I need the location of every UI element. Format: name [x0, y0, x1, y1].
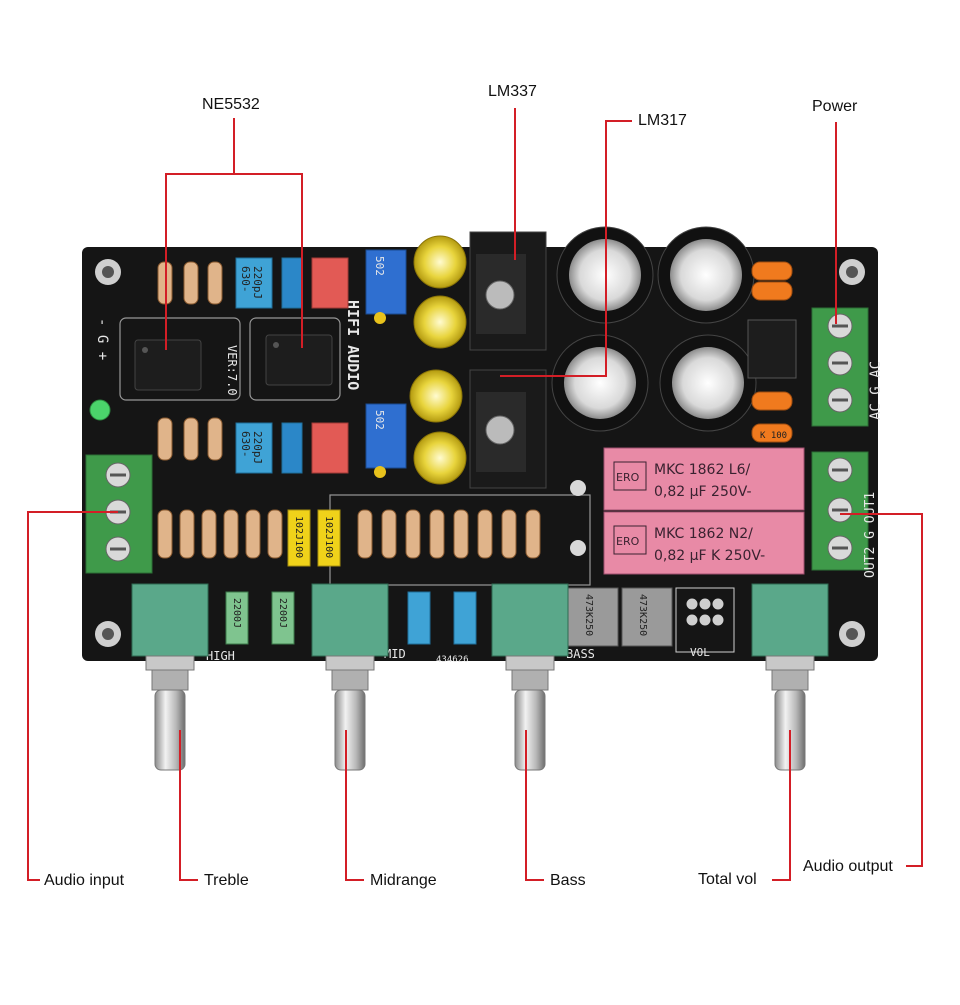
bass-label: BASS	[566, 647, 595, 661]
lm317-regulator	[469, 369, 547, 489]
film-caps-top	[235, 257, 349, 474]
high-label: HIGH	[206, 649, 235, 663]
lm337-regulator	[469, 231, 547, 351]
callout-midrange: Midrange	[370, 872, 437, 889]
vol-header	[675, 587, 735, 653]
trimmer-pots	[365, 249, 407, 478]
board-name: HIFI AUDIO	[344, 300, 362, 390]
small-cap-100-label: K 100	[760, 431, 787, 441]
callout-audio-output: Audio output	[803, 858, 893, 875]
power-terminal	[811, 307, 869, 427]
bass-potentiometer	[491, 583, 569, 771]
version-label: VER:7.0	[225, 345, 239, 396]
cap-630-top: 630-	[239, 266, 252, 293]
film-cap-top-line1: MKC 1862 L6/	[654, 462, 751, 478]
cap-2200j-a: 2200J	[231, 598, 242, 628]
pcb-code-label: 434626	[436, 655, 469, 665]
vol-label: VOL	[690, 646, 710, 659]
cap-102j100-b: 102J100	[323, 516, 334, 558]
film-cap-bottom-line1: MKC 1862 N2/	[654, 526, 753, 542]
cap-220pj-top: 220pJ	[251, 266, 264, 299]
input-side-label: - G +	[94, 318, 110, 360]
orange-caps	[751, 261, 793, 443]
callout-lm337: LM337	[488, 83, 537, 100]
callout-total-vol: Total vol	[698, 871, 757, 888]
callout-lm317: LM317	[638, 112, 687, 129]
film-cap-top-line2: 0,82 µF 250V-	[654, 484, 752, 500]
ne5532-chip-right	[265, 334, 333, 386]
callout-power: Power	[812, 98, 858, 115]
volume-potentiometer	[751, 583, 829, 771]
cap-220pj-bottom: 220pJ	[251, 431, 264, 464]
cap-102j100-a: 102J100	[293, 516, 304, 558]
midrange-potentiometer	[311, 583, 389, 771]
grey-caps-473k250	[567, 587, 673, 647]
resistor-array-top	[157, 261, 223, 461]
filter-capacitors	[551, 226, 757, 432]
resistor-array-bottom	[157, 509, 541, 559]
treble-potentiometer	[131, 583, 209, 771]
bridge-rectifier	[747, 319, 797, 379]
power-terminal-label: AC G AC	[868, 361, 884, 420]
film-cap-top-brand: ERO	[616, 471, 640, 484]
callout-bass: Bass	[550, 872, 586, 889]
film-cap-bottom-brand: ERO	[616, 535, 640, 548]
cap-473k250-b: 473K250	[637, 594, 648, 636]
yellow-caps	[287, 509, 341, 567]
green-caps-2200j	[225, 591, 295, 645]
power-led	[89, 399, 111, 421]
callout-audio-input: Audio input	[44, 872, 125, 889]
callout-ne5532: NE5532	[202, 96, 260, 113]
callout-treble: Treble	[204, 872, 249, 889]
trimmer-code-bottom: 502	[373, 410, 386, 430]
mounting-holes	[95, 259, 865, 647]
cap-473k250-a: 473K250	[583, 594, 594, 636]
ne5532-chip-left	[134, 339, 202, 391]
audio-input-terminal	[85, 454, 153, 574]
gold-electrolytic-caps	[409, 235, 467, 485]
audio-output-terminal	[811, 451, 869, 571]
mid-label: MID	[384, 647, 406, 661]
output-terminal-label: OUT2 G OUT1	[863, 492, 878, 578]
cap-2200j-b: 2200J	[277, 598, 288, 628]
film-cap-bottom	[603, 511, 805, 575]
film-cap-top	[603, 447, 805, 511]
film-cap-bottom-line2: 0,82 µF K 250V-	[654, 548, 765, 564]
trimmer-code-top: 502	[373, 256, 386, 276]
callout-lines	[27, 108, 923, 881]
cap-630-bottom: 630-	[239, 431, 252, 458]
